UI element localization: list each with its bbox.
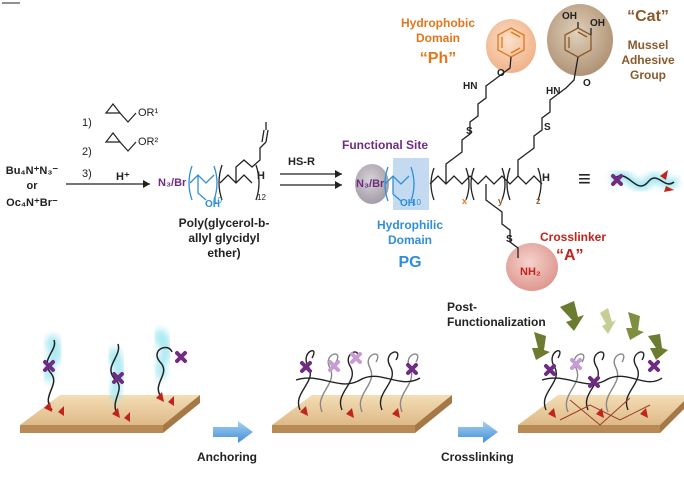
thioether-s-1: S (466, 126, 473, 137)
hydrophilic-label-1: Hydrophilic (376, 218, 443, 232)
hydrophobic-label-2: Domain (415, 31, 460, 45)
hydrophobic-domain-ellipse (486, 19, 536, 73)
polymer-sub-12: 12 (257, 193, 266, 202)
crosslinker-ellipse (506, 243, 558, 291)
post-functionalization-arrows (532, 301, 668, 360)
surface-2 (272, 395, 452, 433)
thiol-reagent: HS-R (288, 156, 315, 168)
step-2-label: 2) (82, 146, 92, 158)
crosslinking-arrow (458, 421, 498, 443)
crosslinker-label: Crosslinker (540, 230, 607, 244)
reaction-arrow-1 (66, 180, 150, 188)
ph-label: “Ph” (419, 50, 457, 67)
block-copolymer-skeleton (188, 122, 269, 201)
crosslinking-label: Crosslinking (441, 450, 514, 464)
mussel-label-1: Mussel (627, 38, 669, 52)
step-3-label: 3) (82, 168, 92, 180)
a-label: “A” (556, 247, 584, 264)
pg-sub-y: y (498, 196, 504, 206)
initiator-1: Bu₄N⁺N₃⁻ (5, 165, 59, 177)
acid-reagent: H⁺ (116, 171, 130, 183)
polymer-sub-10: 10 (213, 196, 222, 205)
pg-sub-10: 10 (412, 198, 421, 207)
post-functionalization-label-2: Functionalization (447, 315, 546, 329)
pg-label: PG (398, 254, 422, 271)
pg-sub-z: z (536, 196, 541, 206)
surface-1 (20, 395, 200, 433)
epoxide-2-structure (104, 132, 137, 152)
post-functionalization-label-1: Post- (447, 300, 477, 314)
cat-label: “Cat” (627, 8, 669, 25)
amine-label: NH₂ (520, 266, 541, 278)
hydrophilic-label-2: Domain (387, 233, 432, 247)
panel-3-chains (541, 349, 663, 426)
catechol-oh-2: OH (590, 18, 605, 29)
catechol-oh-1: OH (562, 11, 577, 22)
mussel-label-2: Adhesive (621, 53, 675, 67)
amide-hn-2: HN (546, 86, 561, 97)
thioether-s-3: S (506, 234, 513, 245)
polymer-end-group: N₃/Br (158, 177, 187, 189)
reaction-arrow-2 (280, 170, 342, 189)
polymer-name-2: allyl glycidyl (188, 231, 260, 245)
amide-hn-1: HN (463, 81, 478, 92)
functional-site-markers (43, 174, 660, 388)
epoxide-1-structure (104, 103, 137, 123)
anchoring-label: Anchoring (197, 450, 257, 464)
anchoring-arrow (213, 421, 253, 443)
hydrophobic-label-1: Hydrophobic (401, 16, 475, 30)
catechol-ellipse (547, 4, 613, 76)
polymer-name-1: Poly(glycerol-b- (178, 216, 270, 230)
polymer-name-3: ether) (207, 246, 241, 260)
thioether-s-2: S (544, 122, 551, 133)
equivalence-symbol: ≡ (578, 166, 591, 191)
pg-backbone (384, 56, 579, 258)
step-1-label: 1) (82, 117, 92, 129)
initiator-or: or (26, 180, 38, 192)
pg-sub-x: x (462, 196, 468, 206)
chain-glyph (610, 171, 679, 191)
step-2-group: OR² (138, 136, 159, 148)
polymer-h-end: H (257, 170, 265, 182)
amide-o-2: O (583, 78, 591, 89)
functional-site-ellipse (355, 164, 389, 204)
mussel-label-3: Group (630, 68, 666, 82)
initiator-2: Oc₄N⁺Br⁻ (6, 197, 58, 209)
anchor-markers (44, 170, 674, 422)
pg-h-end: H (542, 172, 550, 184)
amide-o-1: O (497, 68, 505, 79)
pg-oh: OH (400, 198, 415, 209)
panel-1-chains (43, 329, 173, 416)
step-1-group: OR¹ (138, 107, 159, 119)
hydrophilic-domain-box (393, 158, 429, 210)
polymer-oh: OH (205, 199, 220, 210)
functional-site-markers-faded (328, 352, 582, 372)
functional-site-label: Functional Site (342, 138, 429, 152)
pg-end-group: N₃/Br (356, 178, 385, 190)
